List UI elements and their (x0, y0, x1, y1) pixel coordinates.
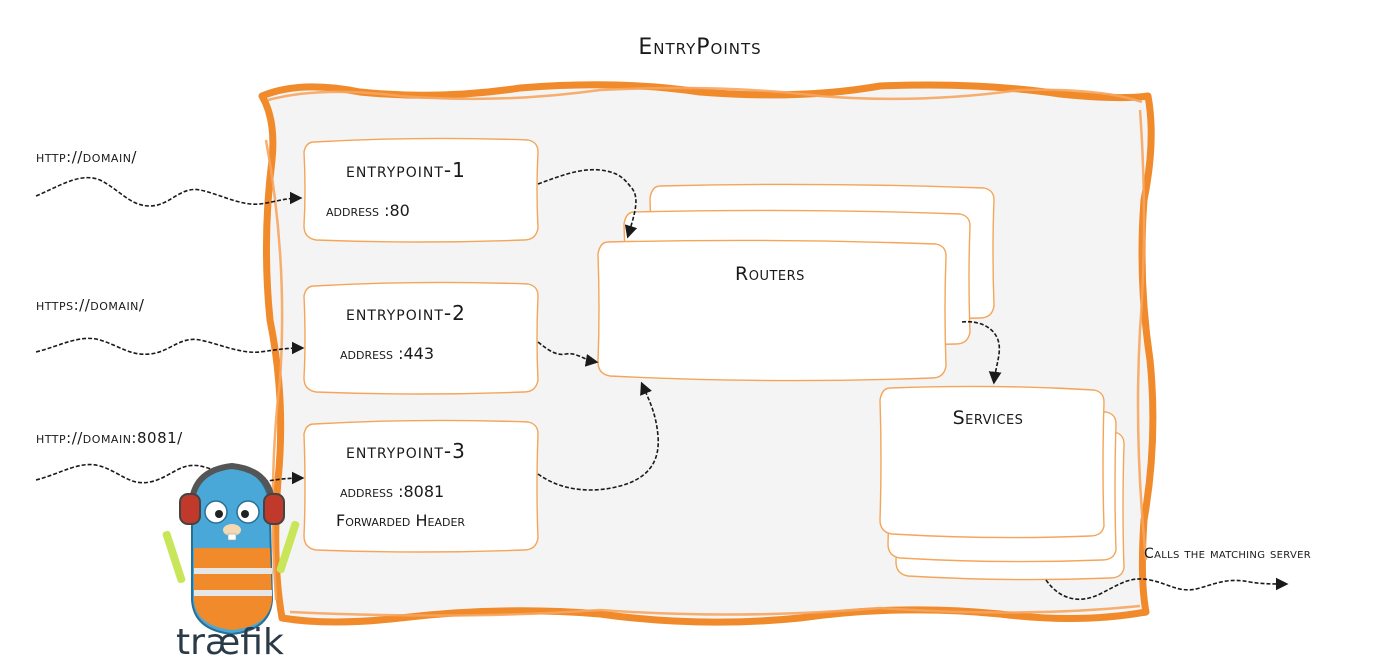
ep3-to-routers-arrow (537, 381, 660, 491)
entrypoint-box-3: entrypoint-3 address :8081 Forwarded Hea… (303, 419, 539, 553)
entrypoint-2-name: entrypoint-2 (346, 301, 466, 325)
input-url-1: http://domain/ (36, 148, 137, 166)
ep2-to-routers-arrow (537, 341, 599, 367)
input-arrow-1 (35, 176, 303, 207)
routers-label: Routers (735, 263, 805, 285)
services-output-arrow (1045, 577, 1289, 601)
input-arrow-2 (35, 337, 305, 356)
entrypoint-2-address: address :443 (340, 344, 434, 363)
entrypoint-box-2: entrypoint-2 address :443 (303, 281, 539, 395)
entrypoint-1-address: address :80 (326, 201, 410, 220)
input-url-3: http://domain:8081/ (36, 429, 183, 447)
services-label: Services (953, 407, 1024, 429)
ep1-to-routers-arrow (537, 168, 638, 239)
routers-stack: Routers (597, 183, 995, 382)
entrypoint-3-address: address :8081 (340, 482, 444, 501)
traefik-logo-text: træfik (176, 622, 284, 656)
diagram-title: EntryPoints (638, 35, 761, 60)
input-url-2: https://domain/ (36, 296, 145, 314)
entrypoint-box-1: entrypoint-1 address :80 (303, 137, 539, 243)
routers-to-services-arrow (961, 320, 1002, 385)
traefik-gopher-mascot: træfik (162, 462, 300, 656)
services-stack: Services (879, 385, 1125, 581)
entrypoint-1-name: entrypoint-1 (346, 158, 466, 182)
output-label: Calls the matching server (1144, 546, 1311, 562)
entrypoint-3-extra: Forwarded Header (336, 511, 465, 530)
entrypoint-3-name: entrypoint-3 (346, 439, 466, 463)
